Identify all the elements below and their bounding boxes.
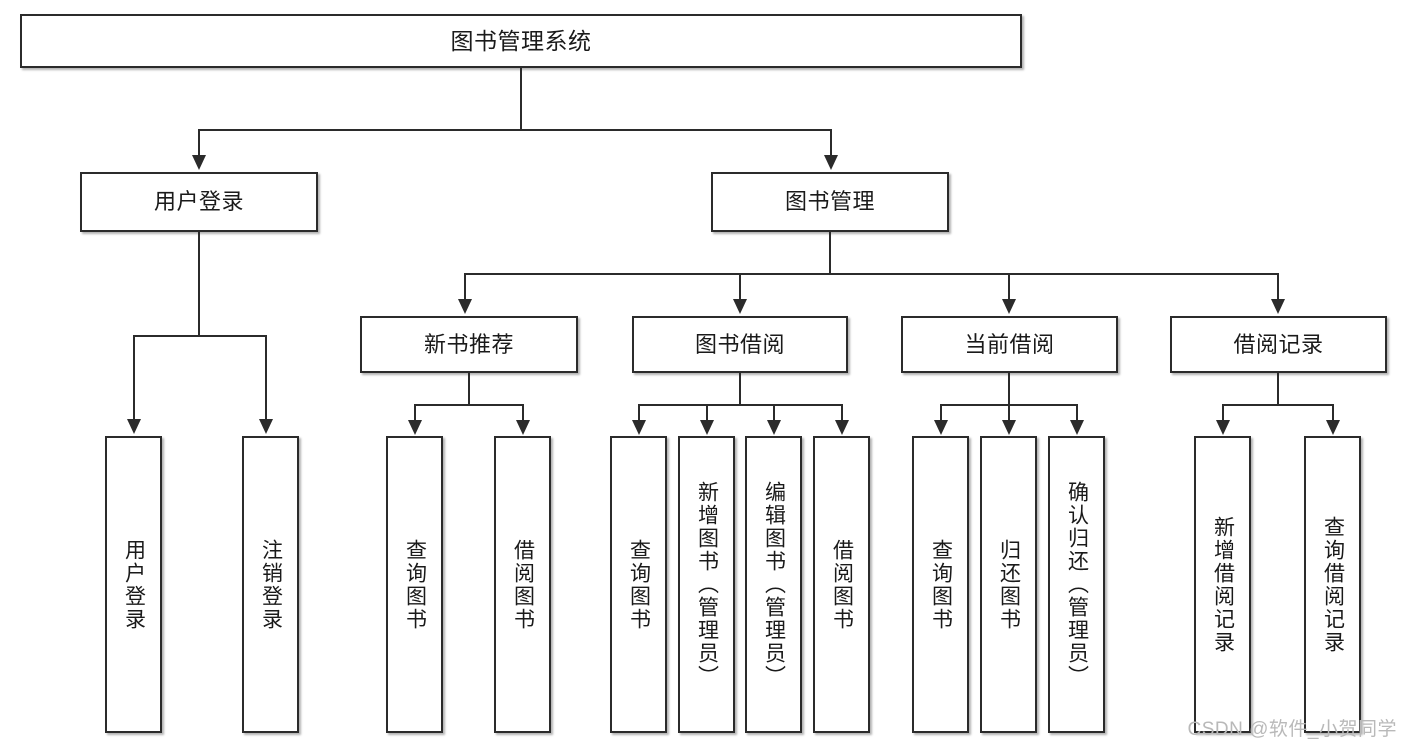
- connector-user-login-stem: [198, 232, 200, 336]
- connector-bm-to-new-book: [464, 273, 466, 301]
- node-label: 图书管理: [784, 189, 875, 215]
- connector-bb-to-leaf-2: [706, 404, 708, 422]
- connector-br-to-leaf-2: [1332, 404, 1334, 422]
- leaf-logout[interactable]: 注销登录: [242, 436, 299, 733]
- leaf-label: 注销登录: [259, 538, 283, 631]
- node-book-borrow[interactable]: 图书借阅: [632, 316, 848, 373]
- leaf-confirm-return-admin[interactable]: 确认归还（管理员）: [1048, 436, 1105, 733]
- arrow-bb-to-leaf-3: [767, 420, 781, 435]
- leaf-query-borrow-record[interactable]: 查询借阅记录: [1304, 436, 1361, 733]
- connector-new-book-to-leaf-1: [414, 404, 416, 422]
- leaf-label: 新增借阅记录: [1211, 515, 1235, 654]
- arrow-bb-to-leaf-4: [835, 420, 849, 435]
- leaf-query-book-current[interactable]: 查询图书: [912, 436, 969, 733]
- arrow-root-to-book-management: [824, 155, 838, 170]
- connector-br-to-leaf-1: [1222, 404, 1224, 422]
- connector-user-login-to-leaf-2: [265, 335, 267, 421]
- connector-book-management-stem: [829, 232, 831, 274]
- arrow-user-login-to-leaf-2: [259, 419, 273, 434]
- leaf-query-book-recommend[interactable]: 查询图书: [386, 436, 443, 733]
- connector-book-management-bus: [464, 273, 1279, 275]
- leaf-edit-book-admin[interactable]: 编辑图书（管理员）: [745, 436, 802, 733]
- arrow-br-to-leaf-1: [1216, 420, 1230, 435]
- leaf-add-book-admin[interactable]: 新增图书（管理员）: [678, 436, 735, 733]
- arrow-bm-to-current-borrow: [1002, 299, 1016, 314]
- arrow-bm-to-borrow-records: [1271, 299, 1285, 314]
- connector-bb-to-leaf-4: [841, 404, 843, 422]
- node-label: 用户登录: [153, 189, 244, 215]
- arrow-new-book-to-leaf-2: [516, 420, 530, 435]
- arrow-cb-to-leaf-1: [934, 420, 948, 435]
- leaf-label: 查询图书: [403, 538, 427, 631]
- connector-cb-to-leaf-2: [1008, 404, 1010, 422]
- connector-new-book-to-leaf-2: [522, 404, 524, 422]
- arrow-bm-to-new-book: [458, 299, 472, 314]
- leaf-label: 归还图书: [997, 538, 1021, 631]
- connector-new-book-stem: [468, 373, 470, 405]
- arrow-bm-to-book-borrow: [733, 299, 747, 314]
- connector-borrow-records-bus: [1222, 404, 1334, 406]
- leaf-query-book-borrow[interactable]: 查询图书: [610, 436, 667, 733]
- node-borrow-records[interactable]: 借阅记录: [1170, 316, 1387, 373]
- connector-borrow-records-stem: [1277, 373, 1279, 405]
- arrow-bb-to-leaf-1: [632, 420, 646, 435]
- connector-root-bus: [198, 129, 832, 131]
- node-book-management[interactable]: 图书管理: [711, 172, 949, 232]
- leaf-add-borrow-record[interactable]: 新增借阅记录: [1194, 436, 1251, 733]
- node-label: 当前借阅: [964, 331, 1055, 357]
- connector-bm-to-book-borrow: [739, 273, 741, 301]
- connector-root-to-user-login: [198, 129, 200, 157]
- connector-root-to-book-management: [830, 129, 832, 157]
- connector-new-book-bus: [414, 404, 524, 406]
- connector-bm-to-current-borrow: [1008, 273, 1010, 301]
- leaf-label: 编辑图书（管理员）: [762, 481, 786, 688]
- arrow-user-login-to-leaf-1: [127, 419, 141, 434]
- leaf-user-login[interactable]: 用户登录: [105, 436, 162, 733]
- leaf-label: 确认归还（管理员）: [1065, 481, 1089, 688]
- connector-book-borrow-bus: [638, 404, 843, 406]
- node-label: 图书管理系统: [450, 27, 592, 54]
- connector-book-borrow-stem: [739, 373, 741, 405]
- connector-cb-to-leaf-3: [1076, 404, 1078, 422]
- arrow-cb-to-leaf-3: [1070, 420, 1084, 435]
- leaf-return-book[interactable]: 归还图书: [980, 436, 1037, 733]
- leaf-label: 查询图书: [627, 538, 651, 631]
- leaf-label: 查询借阅记录: [1321, 515, 1345, 654]
- connector-user-login-to-leaf-1: [133, 335, 135, 421]
- node-label: 图书借阅: [694, 331, 785, 357]
- arrow-root-to-user-login: [192, 155, 206, 170]
- arrow-new-book-to-leaf-1: [408, 420, 422, 435]
- leaf-borrow-book[interactable]: 借阅图书: [813, 436, 870, 733]
- connector-current-borrow-stem: [1008, 373, 1010, 405]
- connector-user-login-bus: [133, 335, 267, 337]
- connector-bm-to-borrow-records: [1277, 273, 1279, 301]
- leaf-label: 用户登录: [122, 538, 146, 631]
- connector-root-stem: [520, 68, 522, 130]
- node-new-book-recommend[interactable]: 新书推荐: [360, 316, 578, 373]
- arrow-cb-to-leaf-2: [1002, 420, 1016, 435]
- node-current-borrow[interactable]: 当前借阅: [901, 316, 1118, 373]
- leaf-label: 借阅图书: [511, 538, 535, 631]
- leaf-borrow-book-recommend[interactable]: 借阅图书: [494, 436, 551, 733]
- leaf-label: 借阅图书: [830, 538, 854, 631]
- arrow-bb-to-leaf-2: [700, 420, 714, 435]
- node-book-management-system[interactable]: 图书管理系统: [20, 14, 1022, 68]
- leaf-label: 查询图书: [929, 538, 953, 631]
- leaf-label: 新增图书（管理员）: [695, 481, 719, 688]
- arrow-br-to-leaf-2: [1326, 420, 1340, 435]
- node-user-login[interactable]: 用户登录: [80, 172, 318, 232]
- connector-cb-to-leaf-1: [940, 404, 942, 422]
- connector-bb-to-leaf-1: [638, 404, 640, 422]
- connector-bb-to-leaf-3: [773, 404, 775, 422]
- node-label: 借阅记录: [1233, 331, 1324, 357]
- node-label: 新书推荐: [423, 331, 514, 357]
